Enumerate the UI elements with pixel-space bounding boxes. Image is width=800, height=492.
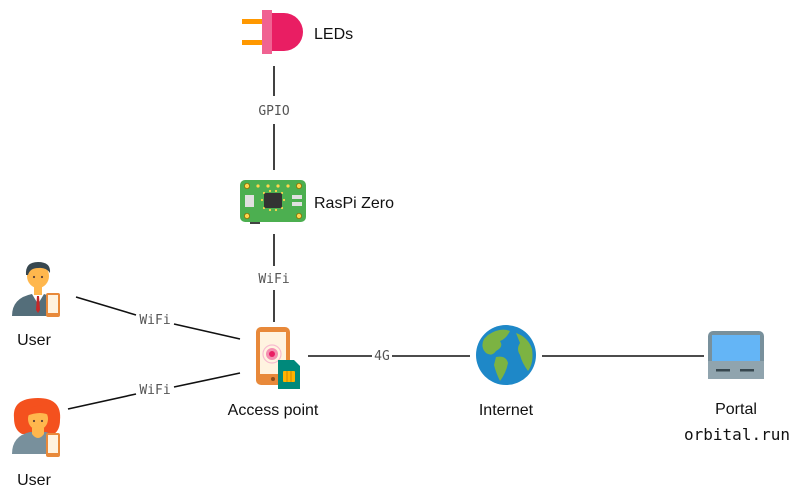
edge-label-wifi-user2: WiFi xyxy=(139,383,170,398)
circuit-board-icon xyxy=(240,180,306,224)
node-label-raspi: RasPi Zero xyxy=(314,195,394,212)
led-icon xyxy=(242,10,303,54)
edges xyxy=(67,66,704,410)
edge-user1-ap xyxy=(75,296,137,316)
node-label-access-point: Access point xyxy=(228,402,319,419)
node-label-internet: Internet xyxy=(479,402,534,419)
node-label-user-male: User xyxy=(17,332,51,349)
terminal-icon xyxy=(708,331,764,379)
edge-label-4g: 4G xyxy=(374,349,390,364)
globe-icon xyxy=(476,325,536,385)
woman-phone-icon xyxy=(12,398,61,457)
phone-sim-icon xyxy=(256,327,300,389)
node-label-user-female: User xyxy=(17,472,51,489)
edge-label-bg xyxy=(256,272,292,287)
edge-label-bg xyxy=(372,349,392,364)
edge-user2-ap-right xyxy=(173,372,241,388)
edge-label-gpio: GPIO xyxy=(258,104,289,119)
edge-user1-ap-right xyxy=(173,323,241,340)
businessman-phone-icon xyxy=(12,262,60,317)
edge-label-bg xyxy=(256,104,292,119)
edge-user2-ap xyxy=(67,393,137,410)
node-label-portal: Portal xyxy=(715,401,757,418)
edge-label-wifi-user1: WiFi xyxy=(139,313,170,328)
edge-label-bg xyxy=(137,313,173,328)
edge-label-bg xyxy=(137,383,173,398)
node-sublabel-portal-url[interactable]: orbital.run xyxy=(684,425,790,444)
node-label-leds: LEDs xyxy=(314,26,353,43)
edge-label-wifi-raspi: WiFi xyxy=(258,272,289,287)
